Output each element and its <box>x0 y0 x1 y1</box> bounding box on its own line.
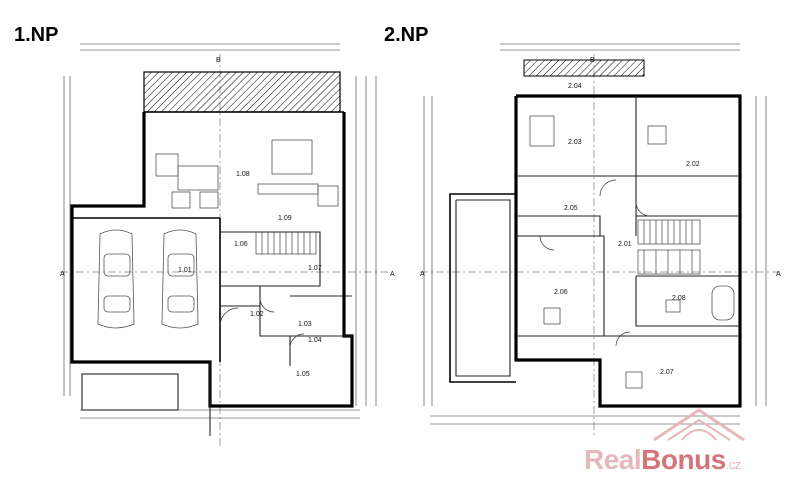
room-number: 1.01 <box>178 267 192 274</box>
staircase <box>637 219 701 275</box>
realbonus-logo: RealBonus.cz <box>584 404 794 476</box>
ground-floor-plan: 1.08 1.01 1.06 1.02 1.09 1.07 1.03 1.04 … <box>60 43 395 446</box>
room-number: 1.07 <box>308 265 322 272</box>
room-number: 1.08 <box>236 171 250 178</box>
house-roof-icon <box>653 408 745 442</box>
grid-marker-b: B <box>216 57 221 64</box>
grid-axes <box>60 54 390 446</box>
room-number: 2.05 <box>564 205 578 212</box>
car-left-icon <box>97 229 135 329</box>
grid-axes <box>420 54 780 436</box>
ground-floor-title: 1.NP <box>14 24 59 46</box>
room-number: 1.06 <box>234 241 248 248</box>
room-number: 2.03 <box>568 139 582 146</box>
staircase <box>255 231 317 255</box>
room-number: 1.04 <box>308 337 322 344</box>
room-number: 2.07 <box>660 369 674 376</box>
grid-marker-a: A <box>776 271 781 278</box>
grid-marker-a: A <box>60 271 65 278</box>
room-number: 1.02 <box>250 311 264 318</box>
furniture <box>155 139 339 209</box>
room-number: 2.04 <box>568 83 582 90</box>
room-number: 2.02 <box>686 161 700 168</box>
balcony-hatch <box>523 59 645 77</box>
logo-tld: .cz <box>725 457 742 472</box>
upper-floor-title: 2.NP <box>384 24 429 46</box>
room-number: 2.01 <box>618 241 632 248</box>
logo-real: Real <box>584 444 642 475</box>
terrace-hatch <box>143 71 341 113</box>
room-number: 1.09 <box>278 215 292 222</box>
room-number: 1.03 <box>298 321 312 328</box>
car-right-icon <box>161 229 199 329</box>
grid-marker-a: A <box>420 271 425 278</box>
grid-marker-a: A <box>390 271 395 278</box>
room-number: 2.06 <box>554 289 568 296</box>
upper-floor-plan: 2.03 2.02 2.04 2.05 2.01 2.06 2.08 2.07 … <box>420 43 781 436</box>
grid-marker-b: B <box>590 57 595 64</box>
room-number: 2.08 <box>672 295 686 302</box>
dimension-lines <box>423 43 767 425</box>
room-number: 1.05 <box>296 371 310 378</box>
furniture <box>529 115 735 389</box>
logo-bonus: Bonus <box>641 444 726 475</box>
exterior-wall <box>70 112 354 408</box>
exterior-wall <box>514 94 742 408</box>
